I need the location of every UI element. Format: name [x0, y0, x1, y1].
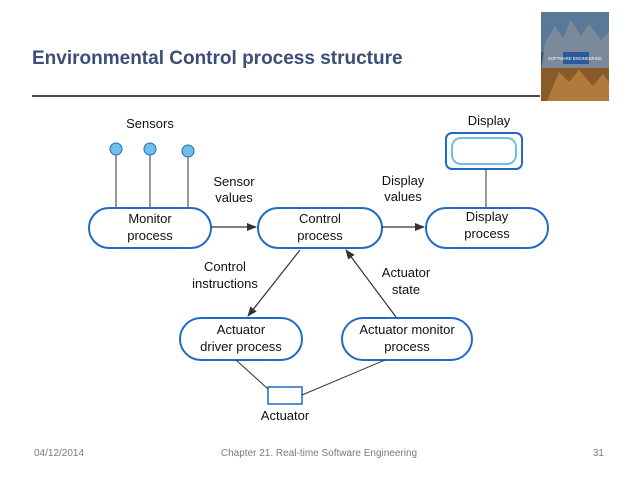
- footer-page-number: 31: [592, 448, 604, 459]
- display-device: [445, 132, 523, 170]
- control-instructions-arrow: [247, 249, 301, 317]
- display-values-label-line2: values: [384, 189, 422, 204]
- actuator-driver-line1: Actuator: [217, 322, 266, 337]
- control-process-line2: process: [297, 228, 343, 243]
- monitor-process-node: Monitor process: [88, 207, 212, 249]
- book-cover-caption: SOFTWARE ENGINEERING: [548, 56, 602, 61]
- sensor-node: [143, 142, 157, 156]
- display-process-line2: process: [464, 226, 510, 241]
- book-cover-image: SOFTWARE ENGINEERING: [541, 12, 609, 101]
- control-instructions-label-line1: Control: [204, 259, 246, 274]
- display-process-line1: Display: [466, 209, 509, 224]
- actuator-driver-process-node: Actuator driver process: [179, 317, 303, 361]
- actuator-monitor-process-node: Actuator monitor process: [341, 317, 473, 361]
- sensor-group: [109, 142, 195, 208]
- display-values-label-line1: Display: [382, 173, 425, 188]
- sensor-values-label-line1: Sensor: [213, 174, 255, 189]
- footer-chapter: Chapter 21. Real-time Software Engineeri…: [220, 448, 418, 459]
- control-process-line1: Control: [299, 211, 341, 226]
- monitor-process-line1: Monitor: [128, 211, 172, 226]
- monitor-process-line2: process: [127, 228, 173, 243]
- actuator-device: [267, 386, 303, 405]
- slide-title: Environmental Control process structure: [32, 48, 403, 69]
- actuator-driver-line2: driver process: [200, 339, 282, 354]
- actuator-state-label-line2: state: [392, 282, 420, 297]
- actuator-monitor-line2: process: [384, 339, 430, 354]
- sensor-values-label-line2: values: [215, 190, 253, 205]
- sensor-node: [109, 142, 123, 156]
- actuator-monitor-connector: [301, 359, 386, 396]
- actuator-state-arrow: [345, 249, 397, 318]
- sensors-label: Sensors: [126, 116, 174, 131]
- actuator-monitor-line1: Actuator monitor: [359, 322, 455, 337]
- actuator-driver-connector: [235, 359, 269, 390]
- title-divider: [32, 95, 540, 97]
- actuator-label: Actuator: [261, 408, 310, 423]
- sensor-node: [181, 144, 195, 158]
- control-process-node: Control process: [257, 207, 383, 249]
- footer-date: 04/12/2014: [34, 448, 85, 459]
- control-instructions-label-line2: instructions: [192, 276, 258, 291]
- actuator-state-label-line1: Actuator: [382, 265, 431, 280]
- display-process-node: Display process: [425, 207, 549, 249]
- display-label: Display: [468, 113, 511, 128]
